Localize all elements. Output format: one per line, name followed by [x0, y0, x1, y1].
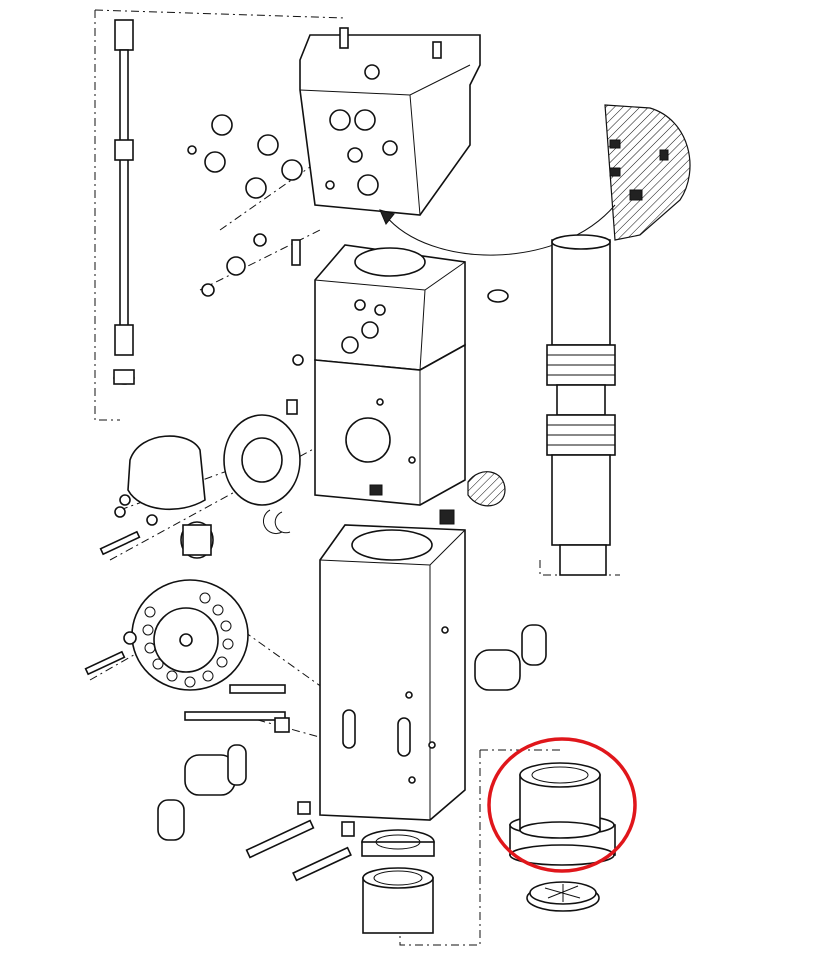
cylinder-upper: [292, 244, 509, 371]
side-pads: [157, 624, 547, 882]
tie-rod: [113, 19, 135, 385]
cylinder-middle: [286, 343, 506, 507]
end-cap: [526, 881, 600, 912]
highlight-circle: [487, 737, 637, 873]
piston: [546, 234, 616, 576]
front-bushing: [509, 762, 616, 866]
cylinder-lower-body: [319, 509, 466, 821]
valve-housing: [84, 579, 290, 733]
accumulator-parts: [99, 414, 301, 559]
seal-cutaway-detail: [604, 104, 691, 241]
arrow-head-icon: [379, 209, 395, 225]
bushings: [361, 829, 435, 934]
detail-arrow: [384, 204, 616, 256]
valve-block: [187, 27, 481, 297]
